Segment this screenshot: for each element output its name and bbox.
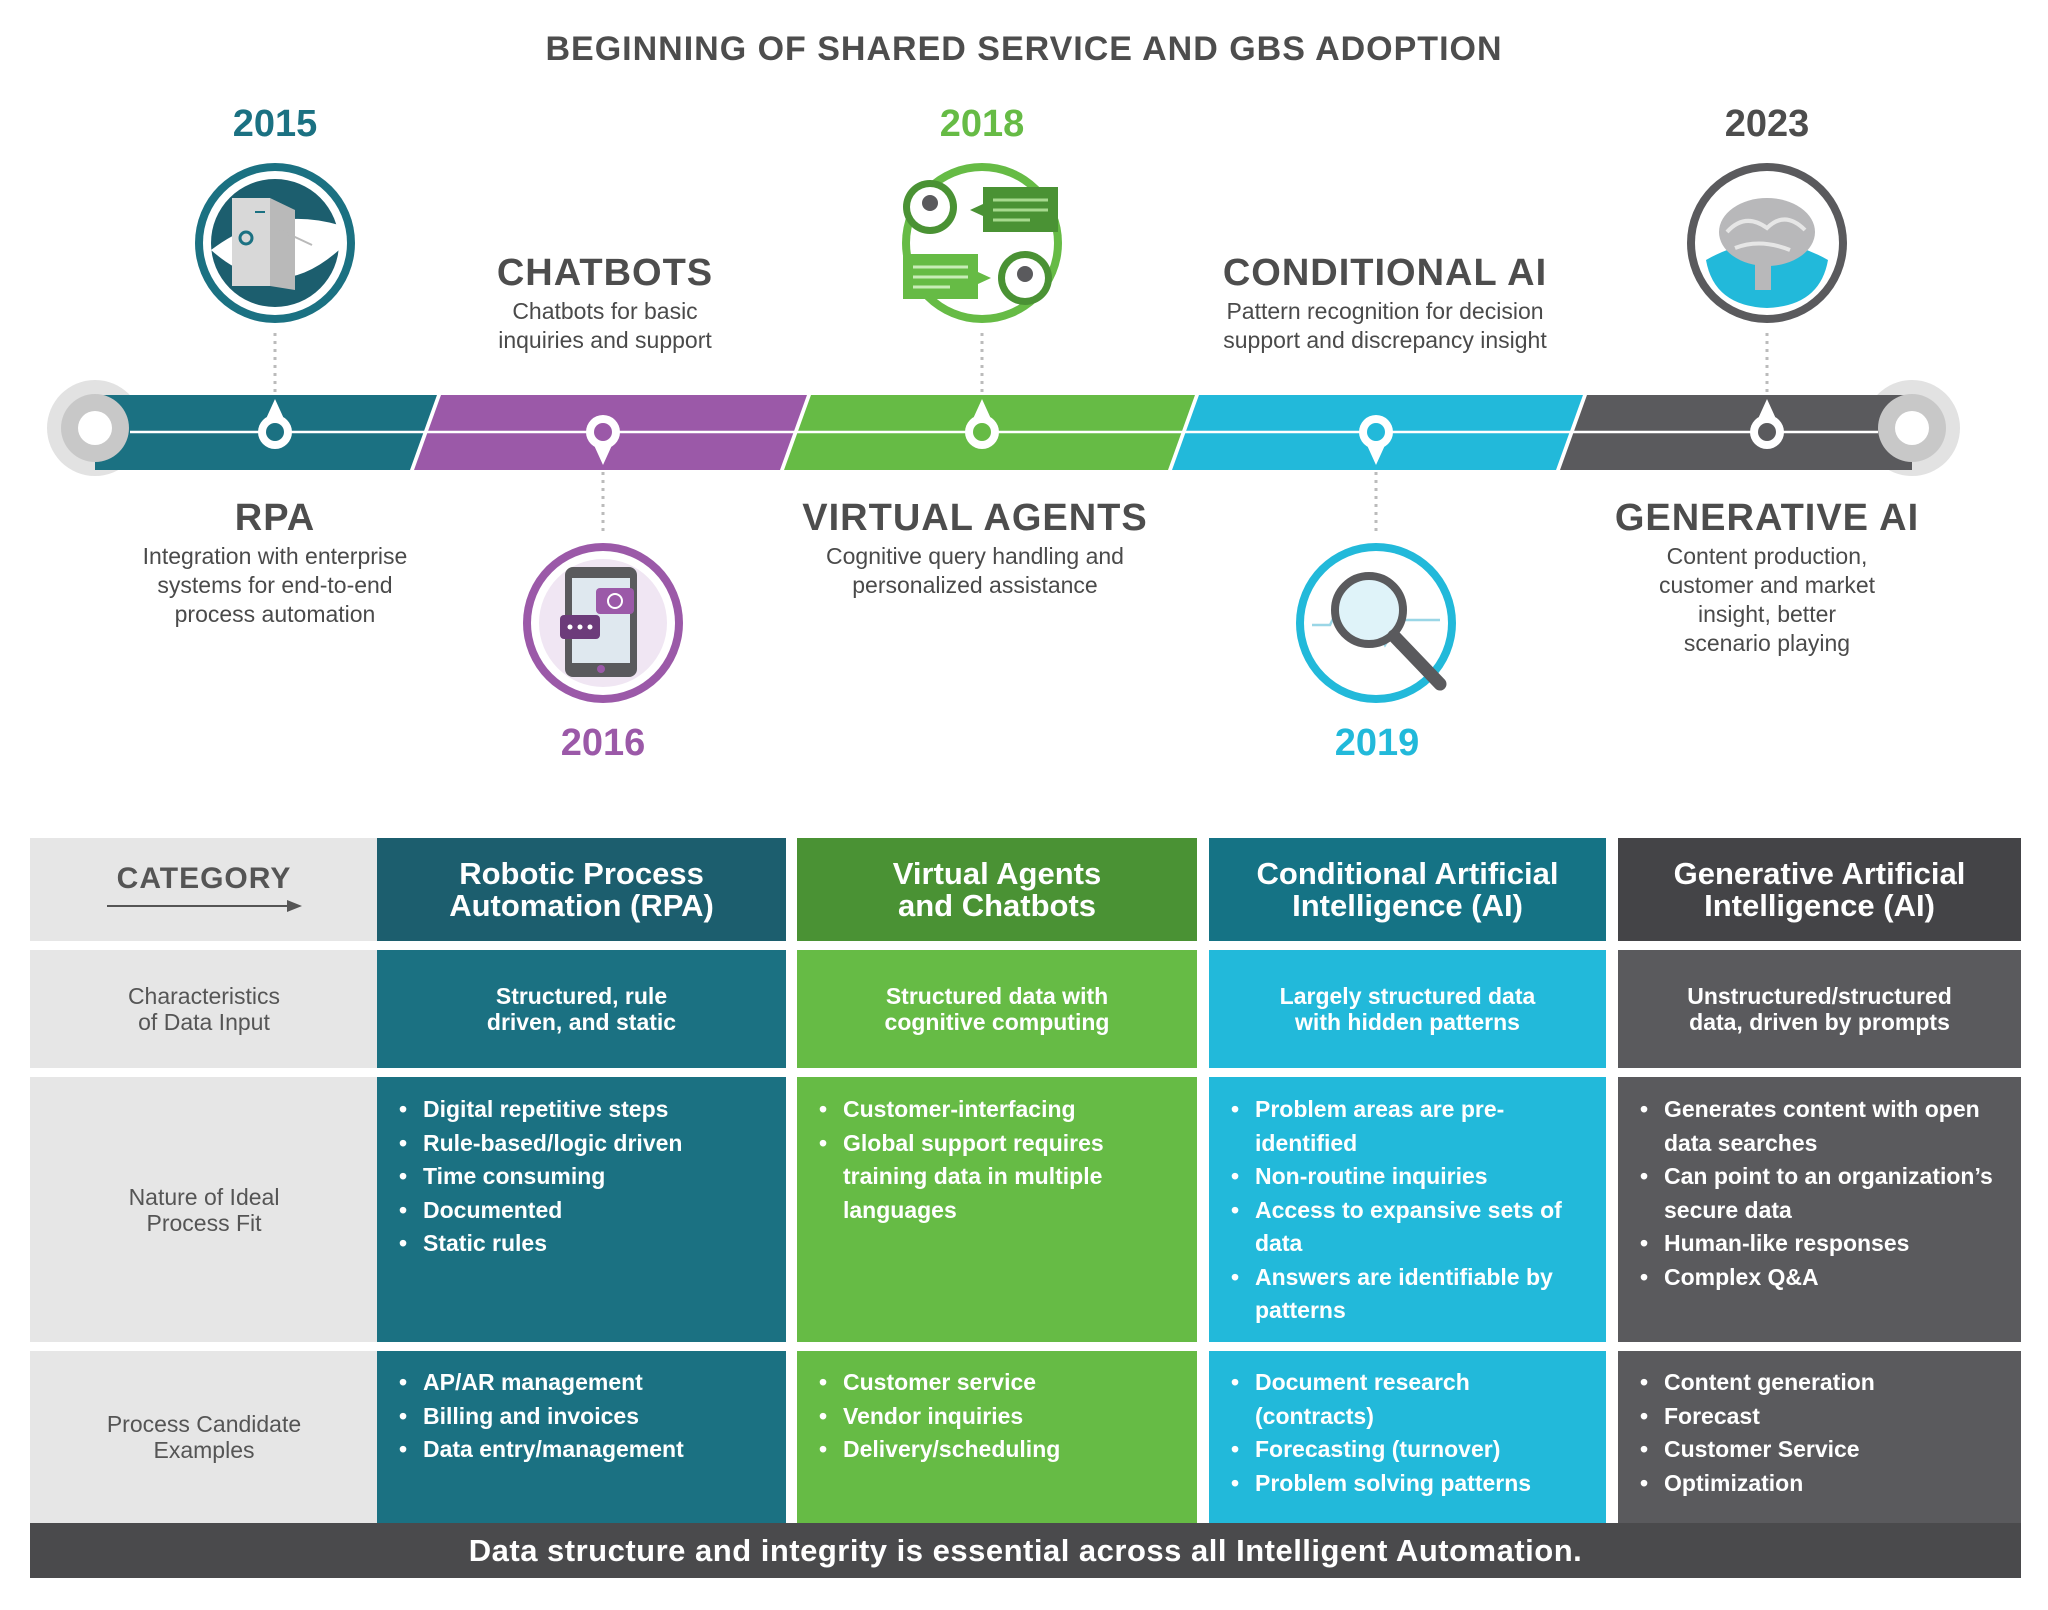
milestone-chatbots: CHATBOTS Chatbots for basic inquiries an… [405,252,805,355]
list-item: Generates content with open data searche… [1640,1093,2007,1160]
milestone-desc: Content production, customer and market … [1658,543,1876,656]
bullet-list: Generates content with open data searche… [1618,1093,2007,1294]
pin-2019 [1359,415,1393,465]
bullet-list: AP/AR management Billing and invoices Da… [377,1366,684,1467]
table-cell: Content generation Forecast Customer Ser… [1618,1351,2021,1523]
smartphone-chat-icon [523,543,683,703]
list-item: Human-like responses [1640,1227,2007,1261]
list-item: Customer Service [1640,1433,1875,1467]
list-item: Static rules [399,1227,682,1261]
year-2018: 2018 [939,103,1025,145]
pin-2023 [1750,399,1784,449]
pin-2016 [586,415,620,465]
table-cell: AP/AR management Billing and invoices Da… [377,1351,786,1523]
list-item: Customer service [819,1366,1060,1400]
milestone-title: GENERATIVE AI [1614,497,1920,539]
table-cell: Customer service Vendor inquiries Delive… [797,1351,1197,1523]
list-item: Rule-based/logic driven [399,1127,682,1161]
list-item: Time consuming [399,1160,682,1194]
milestone-rpa: RPA Integration with enterprise systems … [75,497,475,629]
list-item: Global support requires training data in… [819,1127,1177,1228]
server-icon [195,163,355,323]
list-item: Answers are identifiable by patterns [1231,1261,1586,1328]
list-item: Content generation [1640,1366,1875,1400]
list-item: Delivery/scheduling [819,1433,1060,1467]
brain-icon [1687,163,1847,323]
year-2015: 2015 [232,103,318,145]
list-item: Access to expansive sets of data [1231,1194,1586,1261]
list-item: Non-routine inquiries [1231,1160,1586,1194]
milestone-desc: Pattern recognition for decision support… [1223,298,1547,353]
table-cell: Digital repetitive steps Rule-based/logi… [377,1077,786,1342]
bullet-list: Content generation Forecast Customer Ser… [1618,1366,1875,1500]
table-cell: Generates content with open data searche… [1618,1077,2021,1342]
milestone-desc: Integration with enterprise systems for … [142,543,408,627]
list-item: Vendor inquiries [819,1400,1060,1434]
list-item: Problem areas are pre-identified [1231,1093,1586,1160]
list-item: Forecast [1640,1400,1875,1434]
list-item: Forecasting (turnover) [1231,1433,1566,1467]
arrow-right-icon [106,899,302,912]
table-cell: Problem areas are pre-identified Non-rou… [1209,1077,1606,1342]
list-item: Document research (contracts) [1231,1366,1566,1433]
pin-2018 [965,399,999,449]
list-item: Can point to an organization’s secure da… [1640,1160,2007,1227]
year-2019: 2019 [1334,722,1420,764]
milestone-title: RPA [234,497,316,539]
bullet-list: Customer service Vendor inquiries Delive… [797,1366,1060,1467]
bullet-list: Document research (contracts) Forecastin… [1209,1366,1566,1500]
bullet-list: Customer-interfacing Global support requ… [797,1093,1177,1227]
year-2016: 2016 [560,722,646,764]
page-title: BEGINNING OF SHARED SERVICE AND GBS ADOP… [545,30,1503,68]
list-item: Optimization [1640,1467,1875,1501]
bullet-list: Digital repetitive steps Rule-based/logi… [377,1093,682,1261]
timeline-graphic [47,163,1960,703]
list-item: Problem solving patterns [1231,1467,1566,1501]
list-item: AP/AR management [399,1366,684,1400]
milestone-virtual-agents: VIRTUAL AGENTS Cognitive query handling … [750,497,1200,600]
list-item: Complex Q&A [1640,1261,2007,1295]
table-cell: Document research (contracts) Forecastin… [1209,1351,1606,1523]
list-item: Billing and invoices [399,1400,684,1434]
list-item: Documented [399,1194,682,1228]
list-item: Customer-interfacing [819,1093,1177,1127]
milestone-conditional-ai: CONDITIONAL AI Pattern recognition for d… [1160,252,1610,355]
bullet-list: Problem areas are pre-identified Non-rou… [1209,1093,1586,1328]
footer-banner: Data structure and integrity is essentia… [30,1523,2021,1578]
milestone-title: VIRTUAL AGENTS [802,497,1148,539]
milestone-title: CHATBOTS [496,252,714,294]
milestone-generative-ai: GENERATIVE AI Content production, custom… [1567,497,1967,658]
category-header: CATEGORY [30,838,378,941]
pin-2015 [258,399,292,449]
list-item: Digital repetitive steps [399,1093,682,1127]
milestone-desc: Cognitive query handling and personalize… [826,543,1124,598]
year-2023: 2023 [1724,103,1810,145]
list-item: Data entry/management [399,1433,684,1467]
table-cell: Customer-interfacing Global support requ… [797,1077,1197,1342]
conversation-icon [902,163,1062,323]
milestone-title: CONDITIONAL AI [1222,252,1548,294]
magnifier-icon [1296,543,1456,703]
milestone-desc: Chatbots for basic inquiries and support [498,298,712,353]
